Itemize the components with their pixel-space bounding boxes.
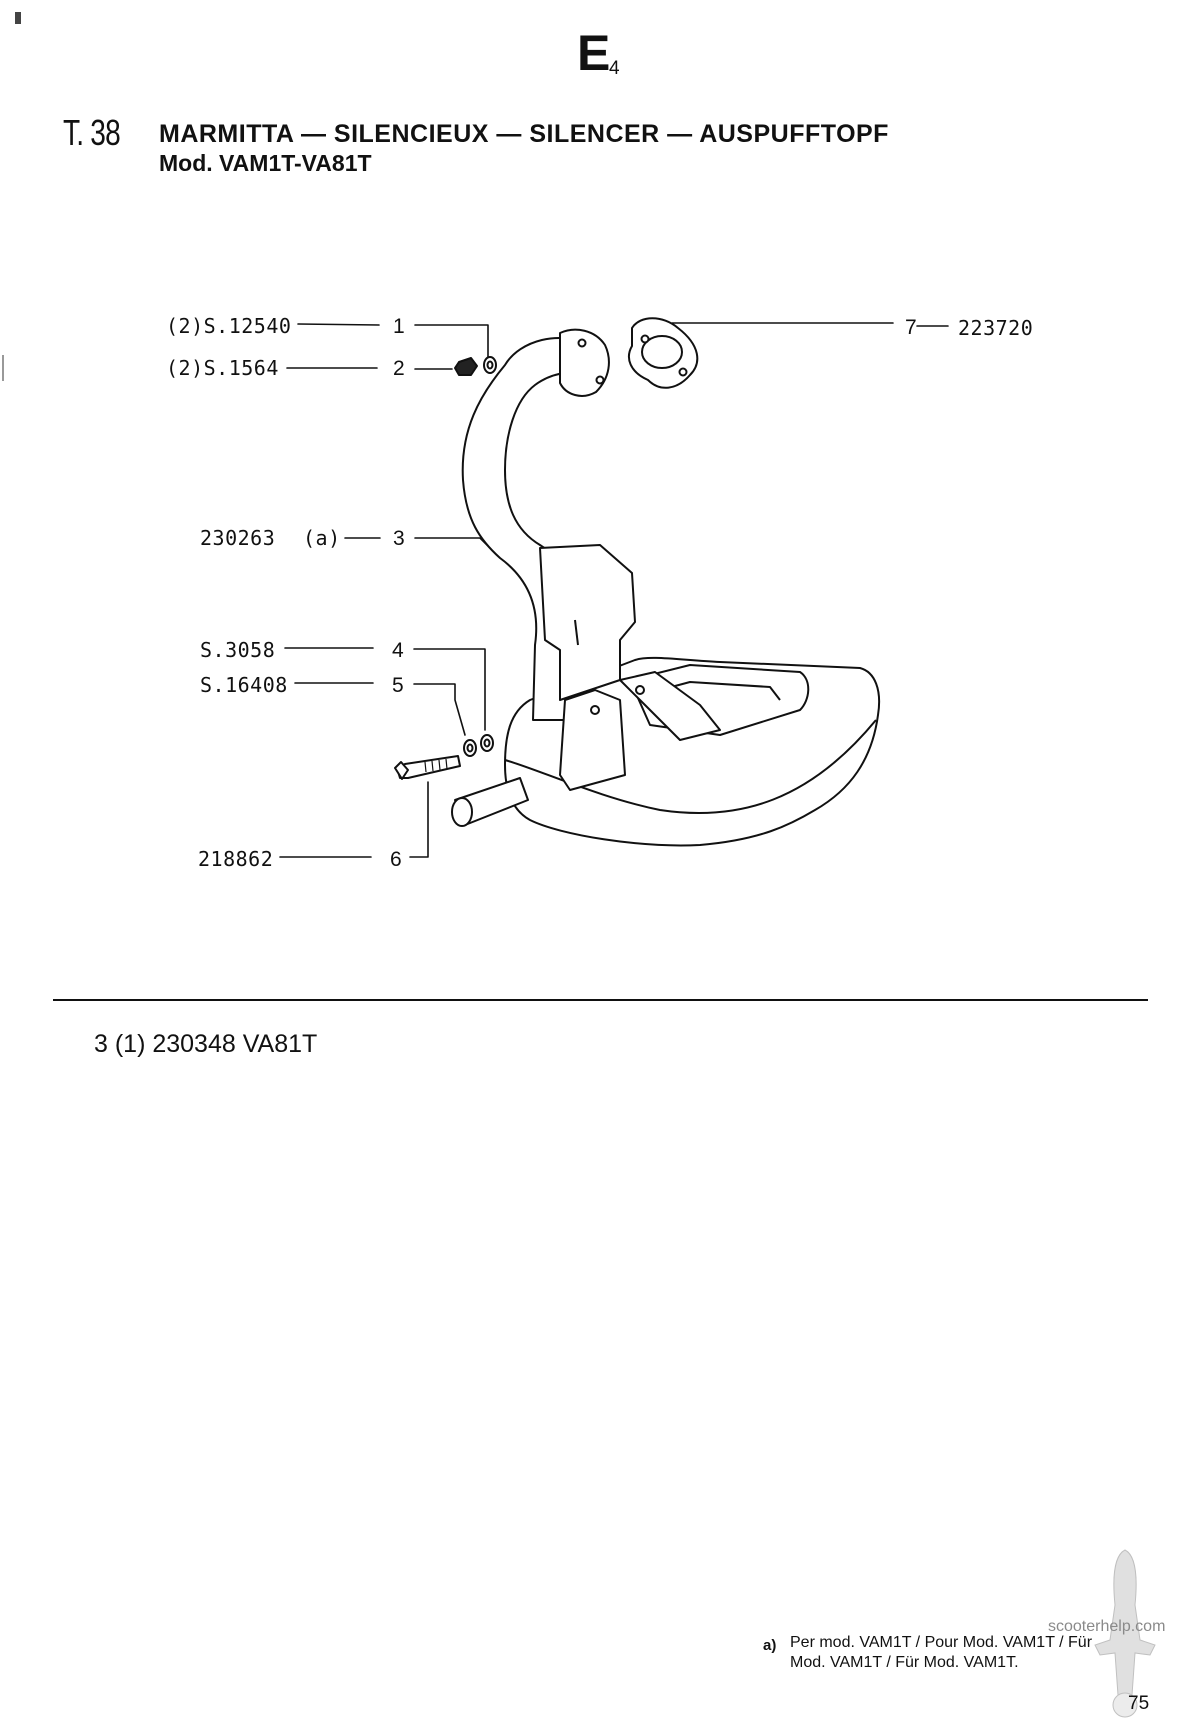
ref-number-4: 4 <box>392 639 404 662</box>
part-code-3: 230263 <box>200 526 276 550</box>
part-code-2: (2)S.1564 <box>166 356 279 380</box>
scan-speck <box>15 12 21 24</box>
ref-number-2: 2 <box>393 357 405 380</box>
footnote: Per mod. VAM1T / Pour Mod. VAM1T / Für M… <box>790 1633 1170 1673</box>
leader-line-1 <box>297 323 380 326</box>
pointer-6 <box>409 781 429 858</box>
section-letter: E <box>577 25 611 81</box>
pointer-5 <box>413 683 466 736</box>
table-id: T. 38 <box>63 112 121 153</box>
ref-number-6: 6 <box>390 848 402 871</box>
tail-pipe-opening <box>451 797 473 827</box>
gasket-bolt-hole-b <box>678 367 688 377</box>
pointer-4 <box>413 648 486 731</box>
part-code-4: S.3058 <box>200 638 276 662</box>
ref-number-3: 3 <box>393 527 405 550</box>
gasket-hole <box>641 335 683 369</box>
bolt-part-6 <box>396 755 461 779</box>
footnote-line-1: Per mod. VAM1T / Pour Mod. VAM1T / Für <box>790 1634 1093 1651</box>
exploded-parts-diagram <box>279 317 949 858</box>
ref-number-7: 7 <box>905 316 917 339</box>
footnote-line-2: Mod. VAM1T / Für Mod. VAM1T. <box>790 1654 1019 1671</box>
part-code-5: S.16408 <box>200 673 288 697</box>
scooterhelp-logo-icon <box>1094 1549 1156 1718</box>
heat-shield <box>539 544 636 701</box>
gasket-bolt-hole-a <box>640 334 650 344</box>
pointer-3 <box>414 537 491 549</box>
page-title: MARMITTA — SILENCIEUX — SILENCER — AUSPU… <box>159 120 889 148</box>
model-subtitle: Mod. VAM1T-VA81T <box>159 150 372 176</box>
mounting-bracket <box>559 689 626 791</box>
section-divider <box>53 999 1148 1001</box>
section-subscript: 4 <box>609 58 620 79</box>
pointer-1 <box>414 324 489 358</box>
ref-number-1: 1 <box>393 315 405 338</box>
ref-number-5: 5 <box>392 674 404 697</box>
scan-speck <box>2 355 4 381</box>
silencer-seam <box>504 719 877 815</box>
page-number: 75 <box>1128 1693 1150 1714</box>
part-code-7: 223720 <box>958 316 1034 340</box>
nut-part-2 <box>454 357 478 376</box>
part-code-6: 218862 <box>198 847 274 871</box>
part-code-1: (2)S.12540 <box>166 314 292 338</box>
watermark-text: scooterhelp.com <box>1048 1618 1166 1635</box>
footnote-mark: a) <box>763 1637 777 1654</box>
rear-bracket <box>619 671 721 741</box>
variant-note: 3 (1) 230348 VA81T <box>94 1030 318 1058</box>
part-note-3: (a) <box>303 526 341 550</box>
